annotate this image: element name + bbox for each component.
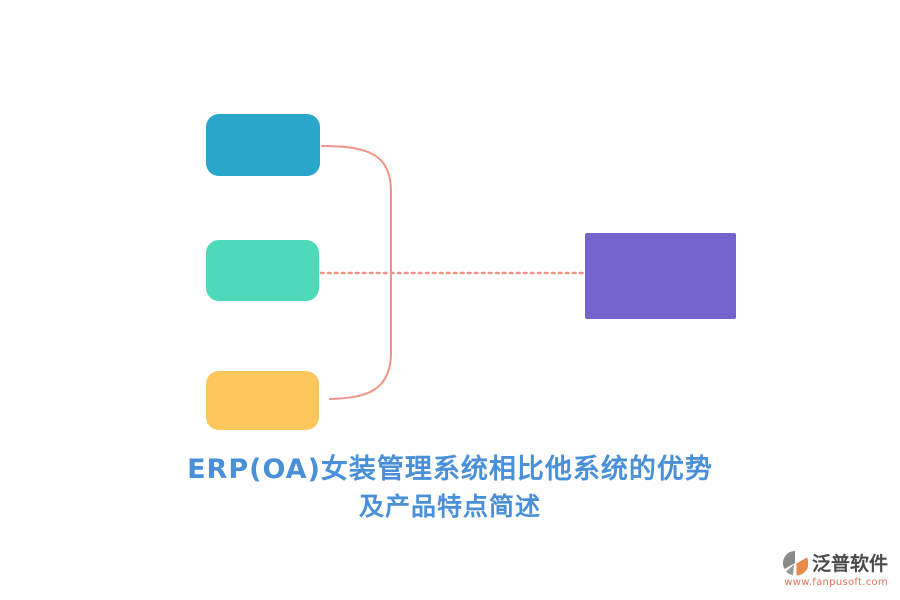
bottom-left-node [206, 371, 319, 430]
bracket-connector [321, 145, 392, 400]
brand-url: www.fanpusoft.com [784, 577, 888, 588]
title-line-1: ERP(OA)女装管理系统相比他系统的优势 [187, 454, 713, 485]
right-node [585, 233, 736, 319]
brand-name: 泛普软件 [811, 553, 888, 575]
brand-watermark: 泛普软件 www.fanpusoft.com [758, 549, 888, 588]
title-line-2: 及产品特点简述 [358, 492, 541, 521]
middle-left-node [206, 240, 319, 301]
fanpu-logo-icon [782, 550, 808, 575]
diagram-title: ERP(OA)女装管理系统相比他系统的优势 及产品特点简述 [0, 452, 900, 526]
top-left-node [206, 114, 320, 176]
